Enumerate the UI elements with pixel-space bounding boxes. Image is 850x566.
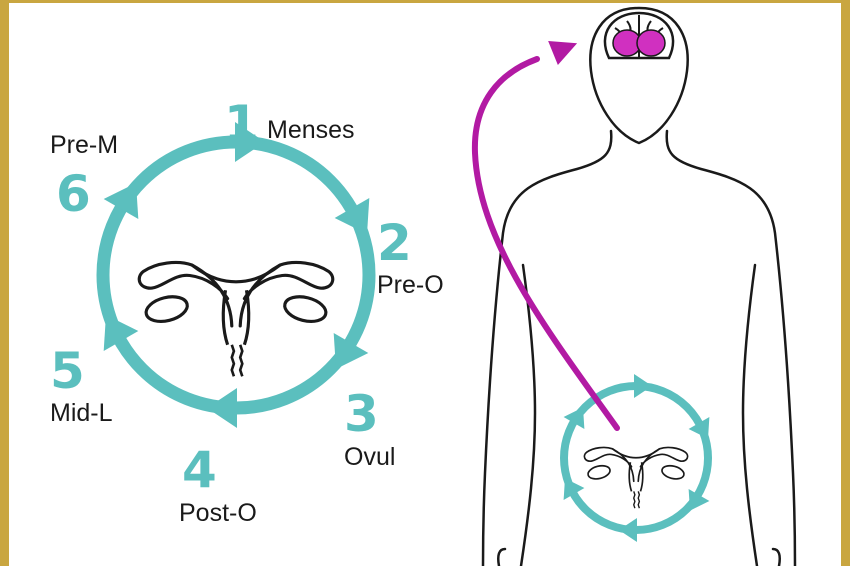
phase-3-label: Ovul: [344, 443, 395, 471]
menstrual-cycle-diagram: 1 Menses 2 Pre-O 3 Ovul 4 Post-O 5 Mid-L…: [50, 6, 797, 566]
small-cycle-arrowhead: [688, 489, 710, 511]
phase-2-number: 2: [377, 214, 412, 272]
small-cycle-arrowhead: [688, 417, 710, 439]
body-right-outline: [665, 129, 797, 566]
left-hand: [497, 547, 507, 566]
uterus-to-brain-arrow: [471, 40, 620, 431]
cycle-arrowhead: [334, 198, 370, 234]
small-cycle-arrowhead: [563, 407, 585, 429]
phase-6-number: 6: [56, 165, 91, 223]
phase-1-number: 1: [224, 95, 259, 153]
phase-4-number: 4: [182, 441, 217, 499]
cycle-arrowhead: [207, 388, 237, 428]
right-hand: [771, 547, 781, 566]
cycle-arrowhead: [333, 333, 369, 369]
phase-5-number: 5: [50, 342, 85, 400]
brain-right-highlight: [636, 29, 666, 57]
left-arm-inner: [519, 263, 537, 566]
phase-2: 2 Pre-O: [377, 214, 444, 299]
phase-2-label: Pre-O: [377, 271, 444, 299]
cycle-arrowhead: [103, 315, 139, 351]
human-body-outline: [481, 6, 797, 566]
right-arm-inner: [741, 263, 759, 566]
phase-6: Pre-M 6: [50, 131, 118, 223]
phase-5: 5 Mid-L: [50, 342, 113, 427]
phase-3: 3 Ovul: [344, 385, 395, 471]
phase-1-label: Menses: [267, 116, 355, 144]
small-cycle-arrowhead: [563, 478, 585, 500]
small-cycle-arrowhead: [634, 374, 652, 398]
phase-3-number: 3: [344, 385, 379, 443]
phase-1: 1 Menses: [224, 95, 355, 153]
phase-6-label: Pre-M: [50, 131, 118, 159]
phase-4-label: Post-O: [179, 499, 257, 527]
small-cycle-arrowhead: [619, 518, 637, 542]
cycle-ring: [96, 122, 376, 428]
body-left-outline: [481, 129, 613, 566]
cycle-arrowhead: [235, 122, 265, 162]
phase-4: 4 Post-O: [179, 441, 257, 527]
cycle-ring-track: [96, 135, 376, 415]
small-uterus-icon: [583, 446, 689, 510]
brain-icon: [603, 11, 675, 60]
head-outline: [589, 6, 689, 145]
cycle-arrowhead: [103, 183, 139, 219]
uterus-icon: [137, 260, 335, 378]
phase-5-label: Mid-L: [50, 399, 113, 427]
small-cycle-ring: [560, 374, 712, 542]
